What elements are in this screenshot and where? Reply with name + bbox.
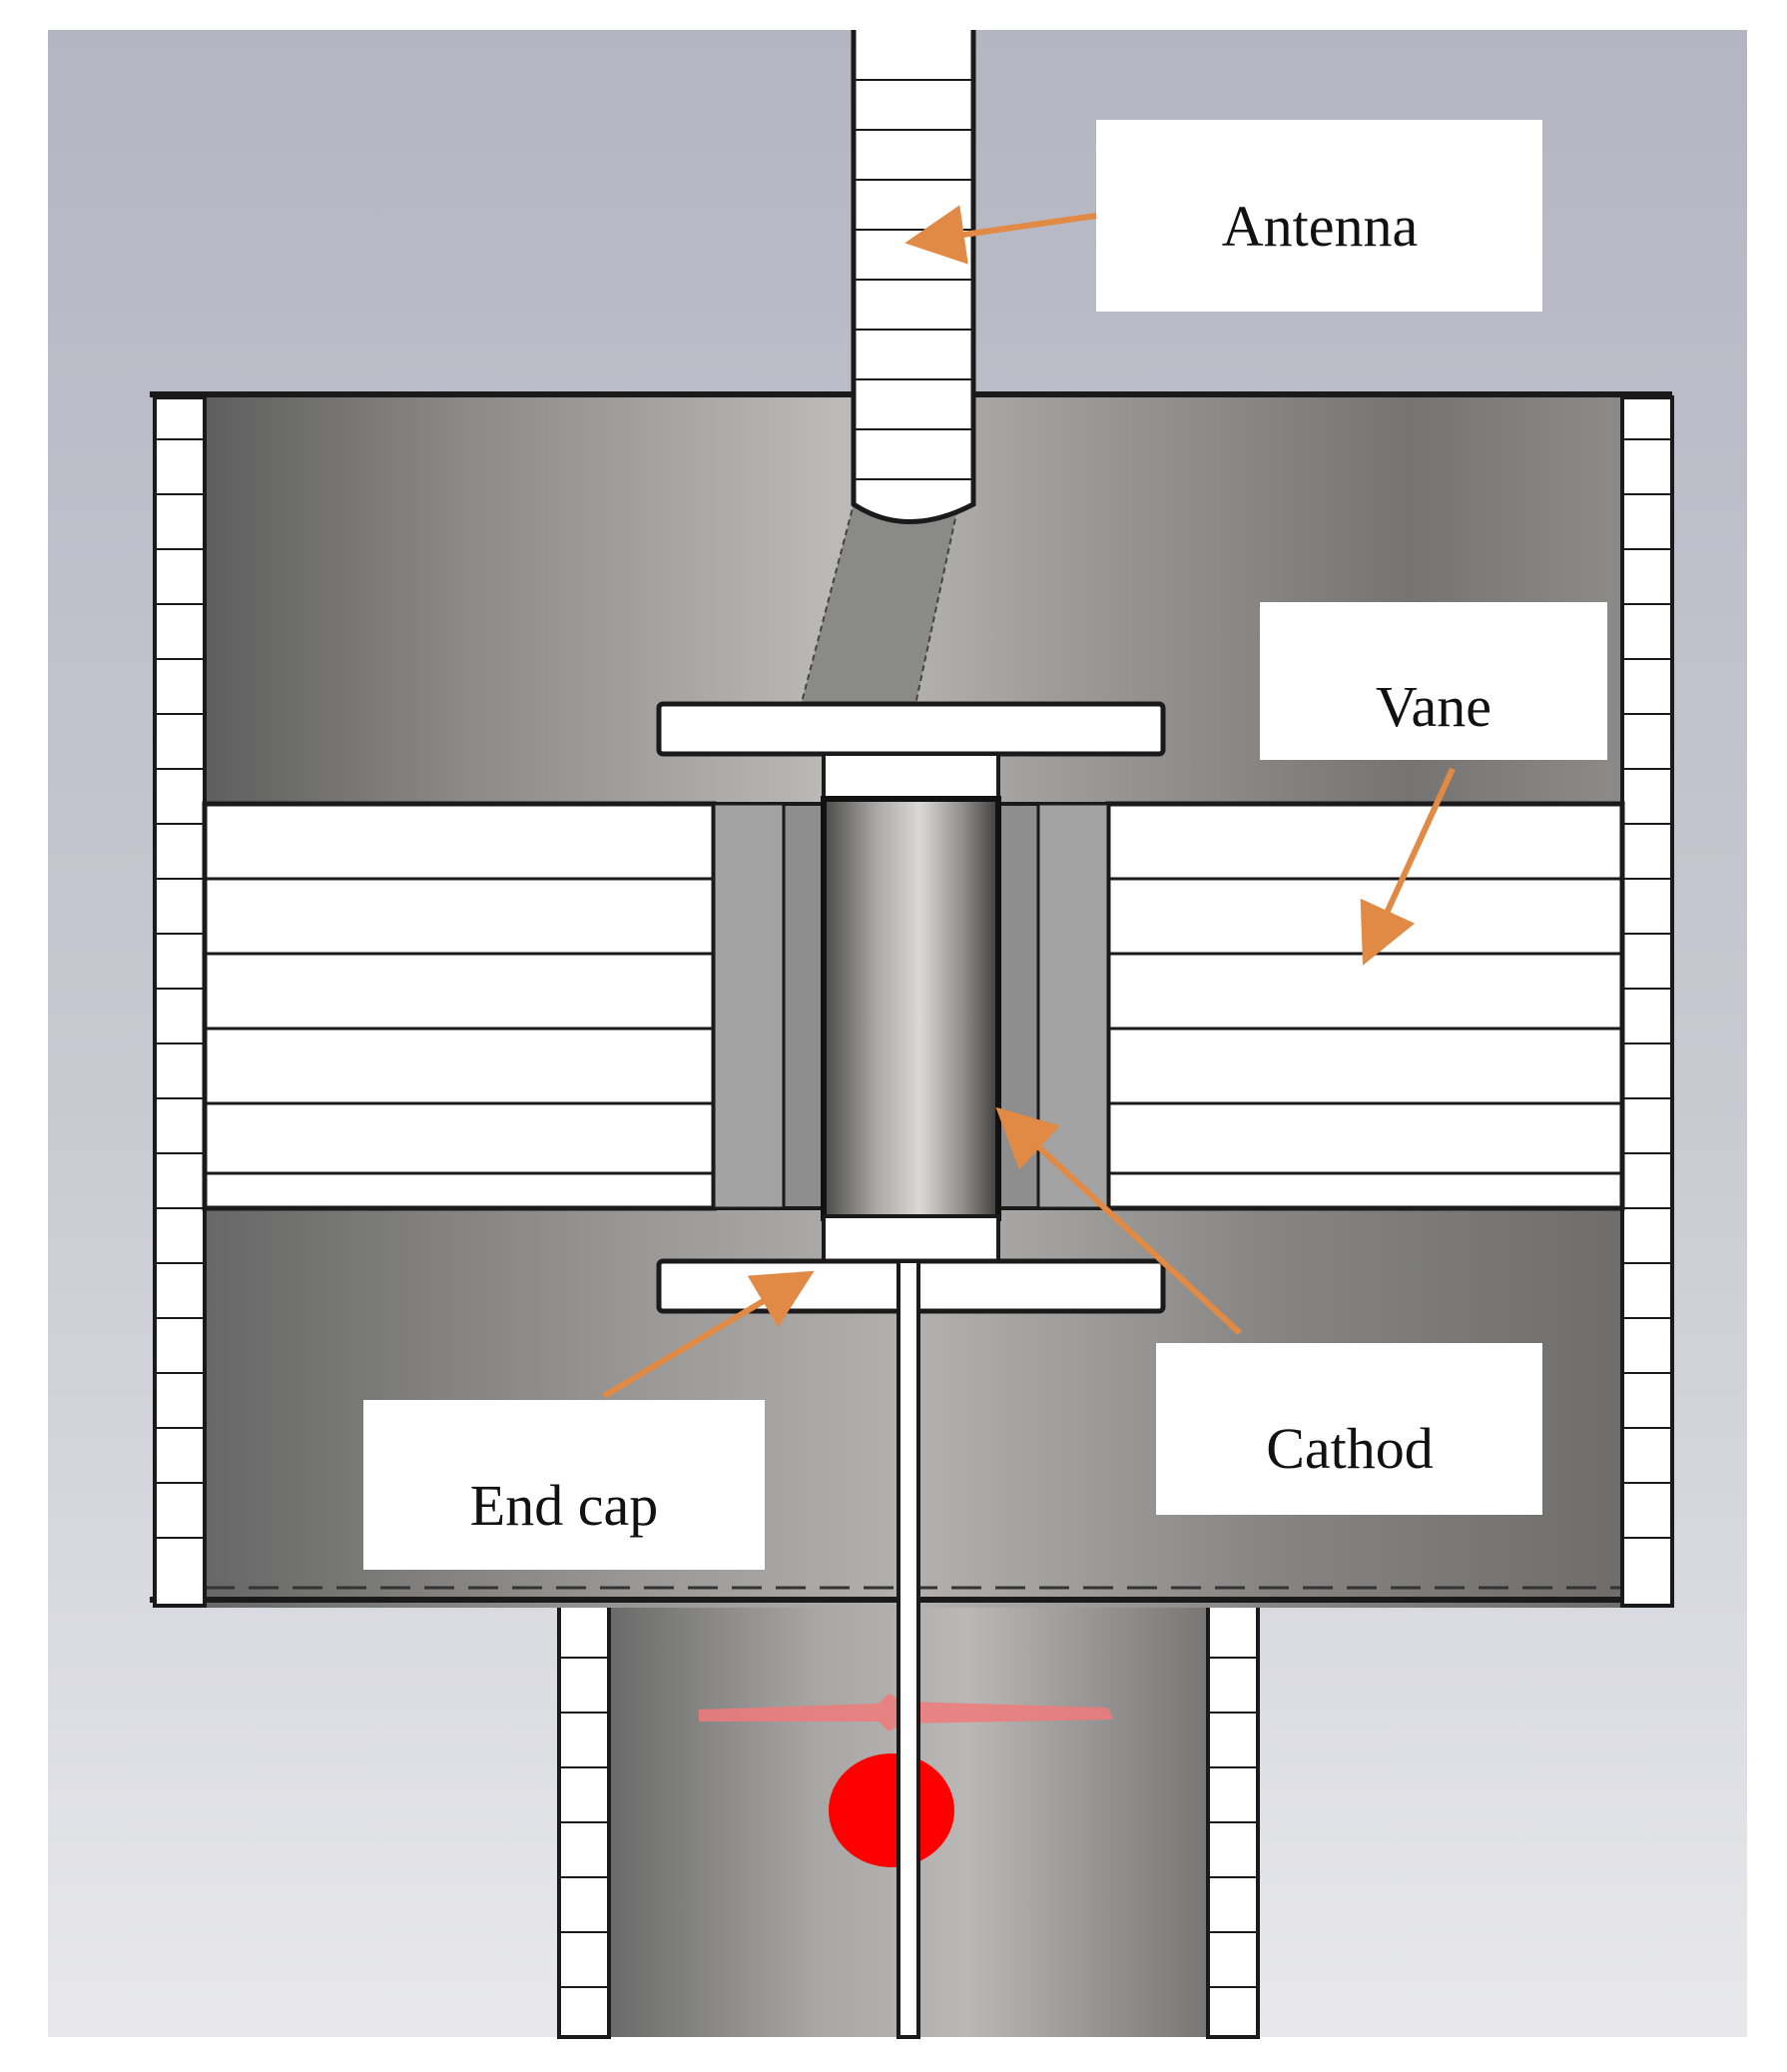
vane-block-right <box>1105 801 1625 1211</box>
arrow-vane <box>1360 767 1456 966</box>
hot-spot <box>829 1753 954 1867</box>
outer-wall-right <box>1620 395 1674 1608</box>
outer-wall-left <box>153 395 207 1608</box>
label-antenna-text: Antenna <box>1222 194 1419 259</box>
label-cathode-text: Cathod <box>1266 1416 1434 1481</box>
label-antenna: Antenna <box>1096 120 1542 312</box>
arrow-end-cap <box>602 1270 815 1399</box>
antenna <box>851 30 976 524</box>
cathode <box>821 796 1001 1221</box>
end-cap-top <box>656 701 1166 801</box>
cathode-rod <box>896 1259 920 2039</box>
vane-block-left <box>202 801 717 1211</box>
label-end-cap: End cap <box>363 1400 765 1570</box>
label-end-cap-text: End cap <box>470 1473 658 1538</box>
arrow-cathode <box>995 1106 1243 1336</box>
label-vane-text: Vane <box>1376 674 1491 739</box>
arrow-antenna <box>904 205 1097 265</box>
label-vane: Vane <box>1260 602 1607 760</box>
label-cathode: Cathod <box>1156 1343 1542 1515</box>
